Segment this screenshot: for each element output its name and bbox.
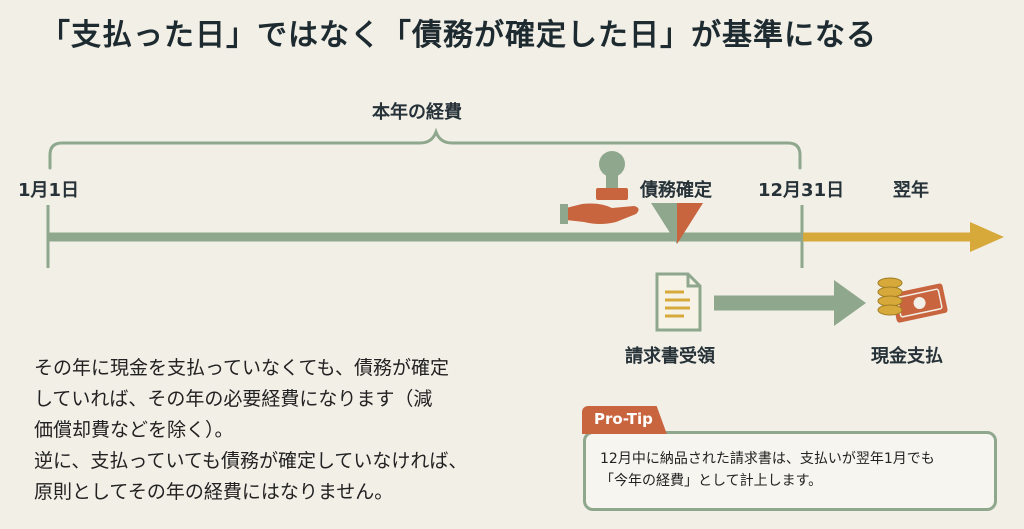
cash-icon xyxy=(877,277,948,323)
year-bracket xyxy=(48,127,802,170)
next-year-label: 翌年 xyxy=(893,180,929,201)
invoice-label: 請求書受領 xyxy=(625,346,715,367)
end-date-label: 12月31日 xyxy=(758,180,845,201)
stamp-hand-icon xyxy=(560,151,639,224)
next-year-arrowhead xyxy=(970,222,1004,252)
payment-label: 現金支払 xyxy=(871,346,943,367)
protip-box xyxy=(583,431,997,511)
start-date-label: 1月1日 xyxy=(18,180,80,201)
explanation-text: その年に現金を支払っていなくても、債務が確定 していれば、その年の必要経費になり… xyxy=(34,357,468,503)
page-title: 「支払った日」ではなく「債務が確定した日」が基準になる xyxy=(40,18,877,53)
period-label: 本年の経費 xyxy=(372,102,462,123)
payment-flow-arrowhead xyxy=(834,280,866,326)
protip-tag: Pro-Tip xyxy=(582,406,667,434)
confirm-label: 債務確定 xyxy=(640,180,712,201)
confirm-marker-left xyxy=(651,203,677,244)
confirm-marker-right xyxy=(677,203,703,244)
document-icon xyxy=(655,272,702,332)
protip-text: 12月中に納品された請求書は、支払いが翌年1月でも 「今年の経費」として計上しま… xyxy=(600,451,935,489)
